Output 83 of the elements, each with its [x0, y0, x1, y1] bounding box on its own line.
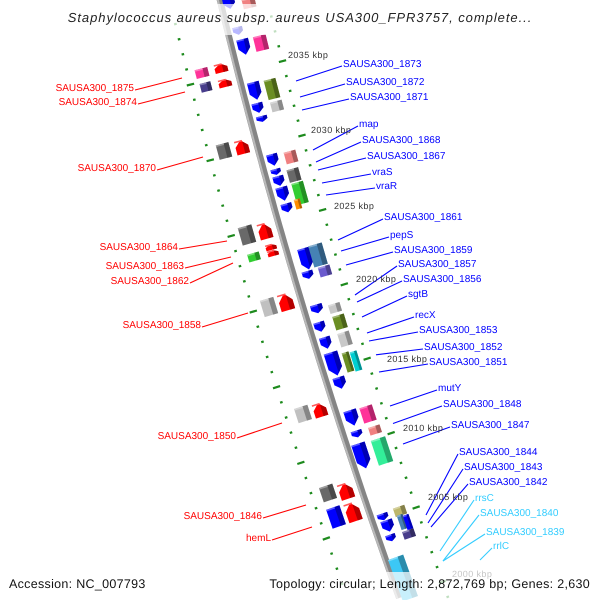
gene-label: SAUSA300_1861	[384, 212, 462, 224]
gene-label: SAUSA300_1875	[56, 83, 134, 95]
scale-label: 2015 kbp	[387, 355, 428, 363]
scale-label: 2025 kbp	[334, 202, 374, 210]
leader-line	[202, 312, 248, 328]
leader-line	[442, 534, 486, 562]
leader-line	[392, 405, 442, 424]
gene-label: SAUSA300_1848	[443, 399, 522, 411]
diagram-title: Staphylococcus aureus subsp. aureus USA300_FPR3757, complete...	[68, 10, 532, 26]
gene-label: SAUSA300_1839	[486, 527, 564, 539]
gene-label: rrlC	[493, 541, 510, 553]
leader-line	[326, 187, 376, 196]
scale-label: 2000 kbp	[452, 570, 492, 578]
leader-line	[236, 422, 282, 439]
leader-line	[378, 363, 428, 373]
gene-label: SAUSA300_1874	[58, 97, 137, 109]
leader-line	[312, 126, 358, 150]
leader-line	[178, 240, 228, 250]
gene-label: SAUSA300_1868	[362, 135, 440, 147]
gene-label: SAUSA300_1850	[158, 431, 236, 443]
leader-line	[338, 218, 384, 240]
gene-label: pepS	[390, 230, 414, 242]
gene-label: SAUSA300_1857	[398, 259, 476, 271]
leader-line	[340, 236, 390, 252]
leader-line	[390, 389, 438, 407]
leader-line	[346, 251, 394, 266]
scale-label: 2010 kbp	[403, 424, 444, 432]
leader-line	[190, 262, 234, 284]
leader-line	[318, 157, 366, 171]
gene-label: SAUSA300_1840	[480, 508, 558, 520]
gene-label: SAUSA300_1852	[424, 342, 502, 354]
gene-label: SAUSA300_1847	[451, 420, 530, 432]
leader-line	[402, 426, 450, 445]
leader-line	[362, 296, 408, 318]
leader-line	[322, 173, 372, 184]
leader-line	[440, 500, 474, 552]
leader-line	[138, 91, 186, 105]
leader-line	[272, 526, 312, 541]
gene-label: SAUSA300_1842	[469, 477, 548, 489]
gene-label: SAUSA300_1851	[429, 357, 508, 369]
gene-label: SAUSA300_1867	[367, 151, 446, 163]
leader-line	[368, 331, 418, 342]
leader-line	[316, 142, 362, 162]
gene-label: SAUSA300_1863	[106, 261, 184, 273]
gene-label: SAUSA300_1844	[459, 447, 538, 459]
gene-label: SAUSA300_1858	[122, 320, 201, 332]
leader-line	[442, 514, 480, 562]
gene-label: hemL	[246, 533, 271, 545]
gene-label: vraR	[376, 181, 398, 193]
gene-label: mutY	[438, 383, 462, 395]
leader-line	[302, 98, 350, 111]
gene-label: vraS	[372, 167, 393, 179]
gene-label: map	[359, 119, 378, 131]
leader-line	[356, 280, 402, 302]
leader-line	[354, 266, 398, 296]
gene-label: SAUSA300_1872	[346, 77, 424, 89]
scale-label: 2020 kbp	[356, 275, 396, 283]
leader-line	[376, 348, 424, 356]
gene-label: recX	[415, 310, 436, 322]
scale-label: 2030 kbp	[311, 126, 352, 134]
accession-text: Accession: NC_007793	[9, 578, 146, 591]
gene-label: SAUSA300_1862	[110, 276, 189, 288]
gene-label: SAUSA300_1873	[343, 59, 422, 71]
leader-line	[156, 156, 204, 171]
leader-line	[300, 83, 346, 98]
gene-label: SAUSA300_1864	[100, 242, 178, 254]
gene-label: SAUSA300_1870	[78, 163, 156, 175]
gene-label: SAUSA300_1846	[184, 511, 262, 523]
genome-summary-text: Topology: circular; Length: 2,872,769 bp; Genes: 2,630	[269, 578, 590, 591]
leader-line	[184, 256, 232, 269]
scale-label: 2035 kbp	[288, 51, 328, 59]
leader-line	[296, 65, 342, 82]
leader-line	[262, 504, 306, 519]
leader-line	[134, 77, 182, 91]
leader-line	[366, 316, 414, 334]
gene-label: SAUSA300_1871	[350, 92, 428, 104]
gene-label: SAUSA300_1859	[394, 245, 472, 257]
gene-label: SAUSA300_1856	[403, 274, 482, 286]
gene-label: sgtB	[408, 289, 428, 301]
gene-label: SAUSA300_1853	[419, 325, 498, 337]
gene-label: rrsC	[475, 493, 494, 505]
leader-line	[480, 548, 492, 560]
gene-label: SAUSA300_1843	[464, 462, 542, 474]
